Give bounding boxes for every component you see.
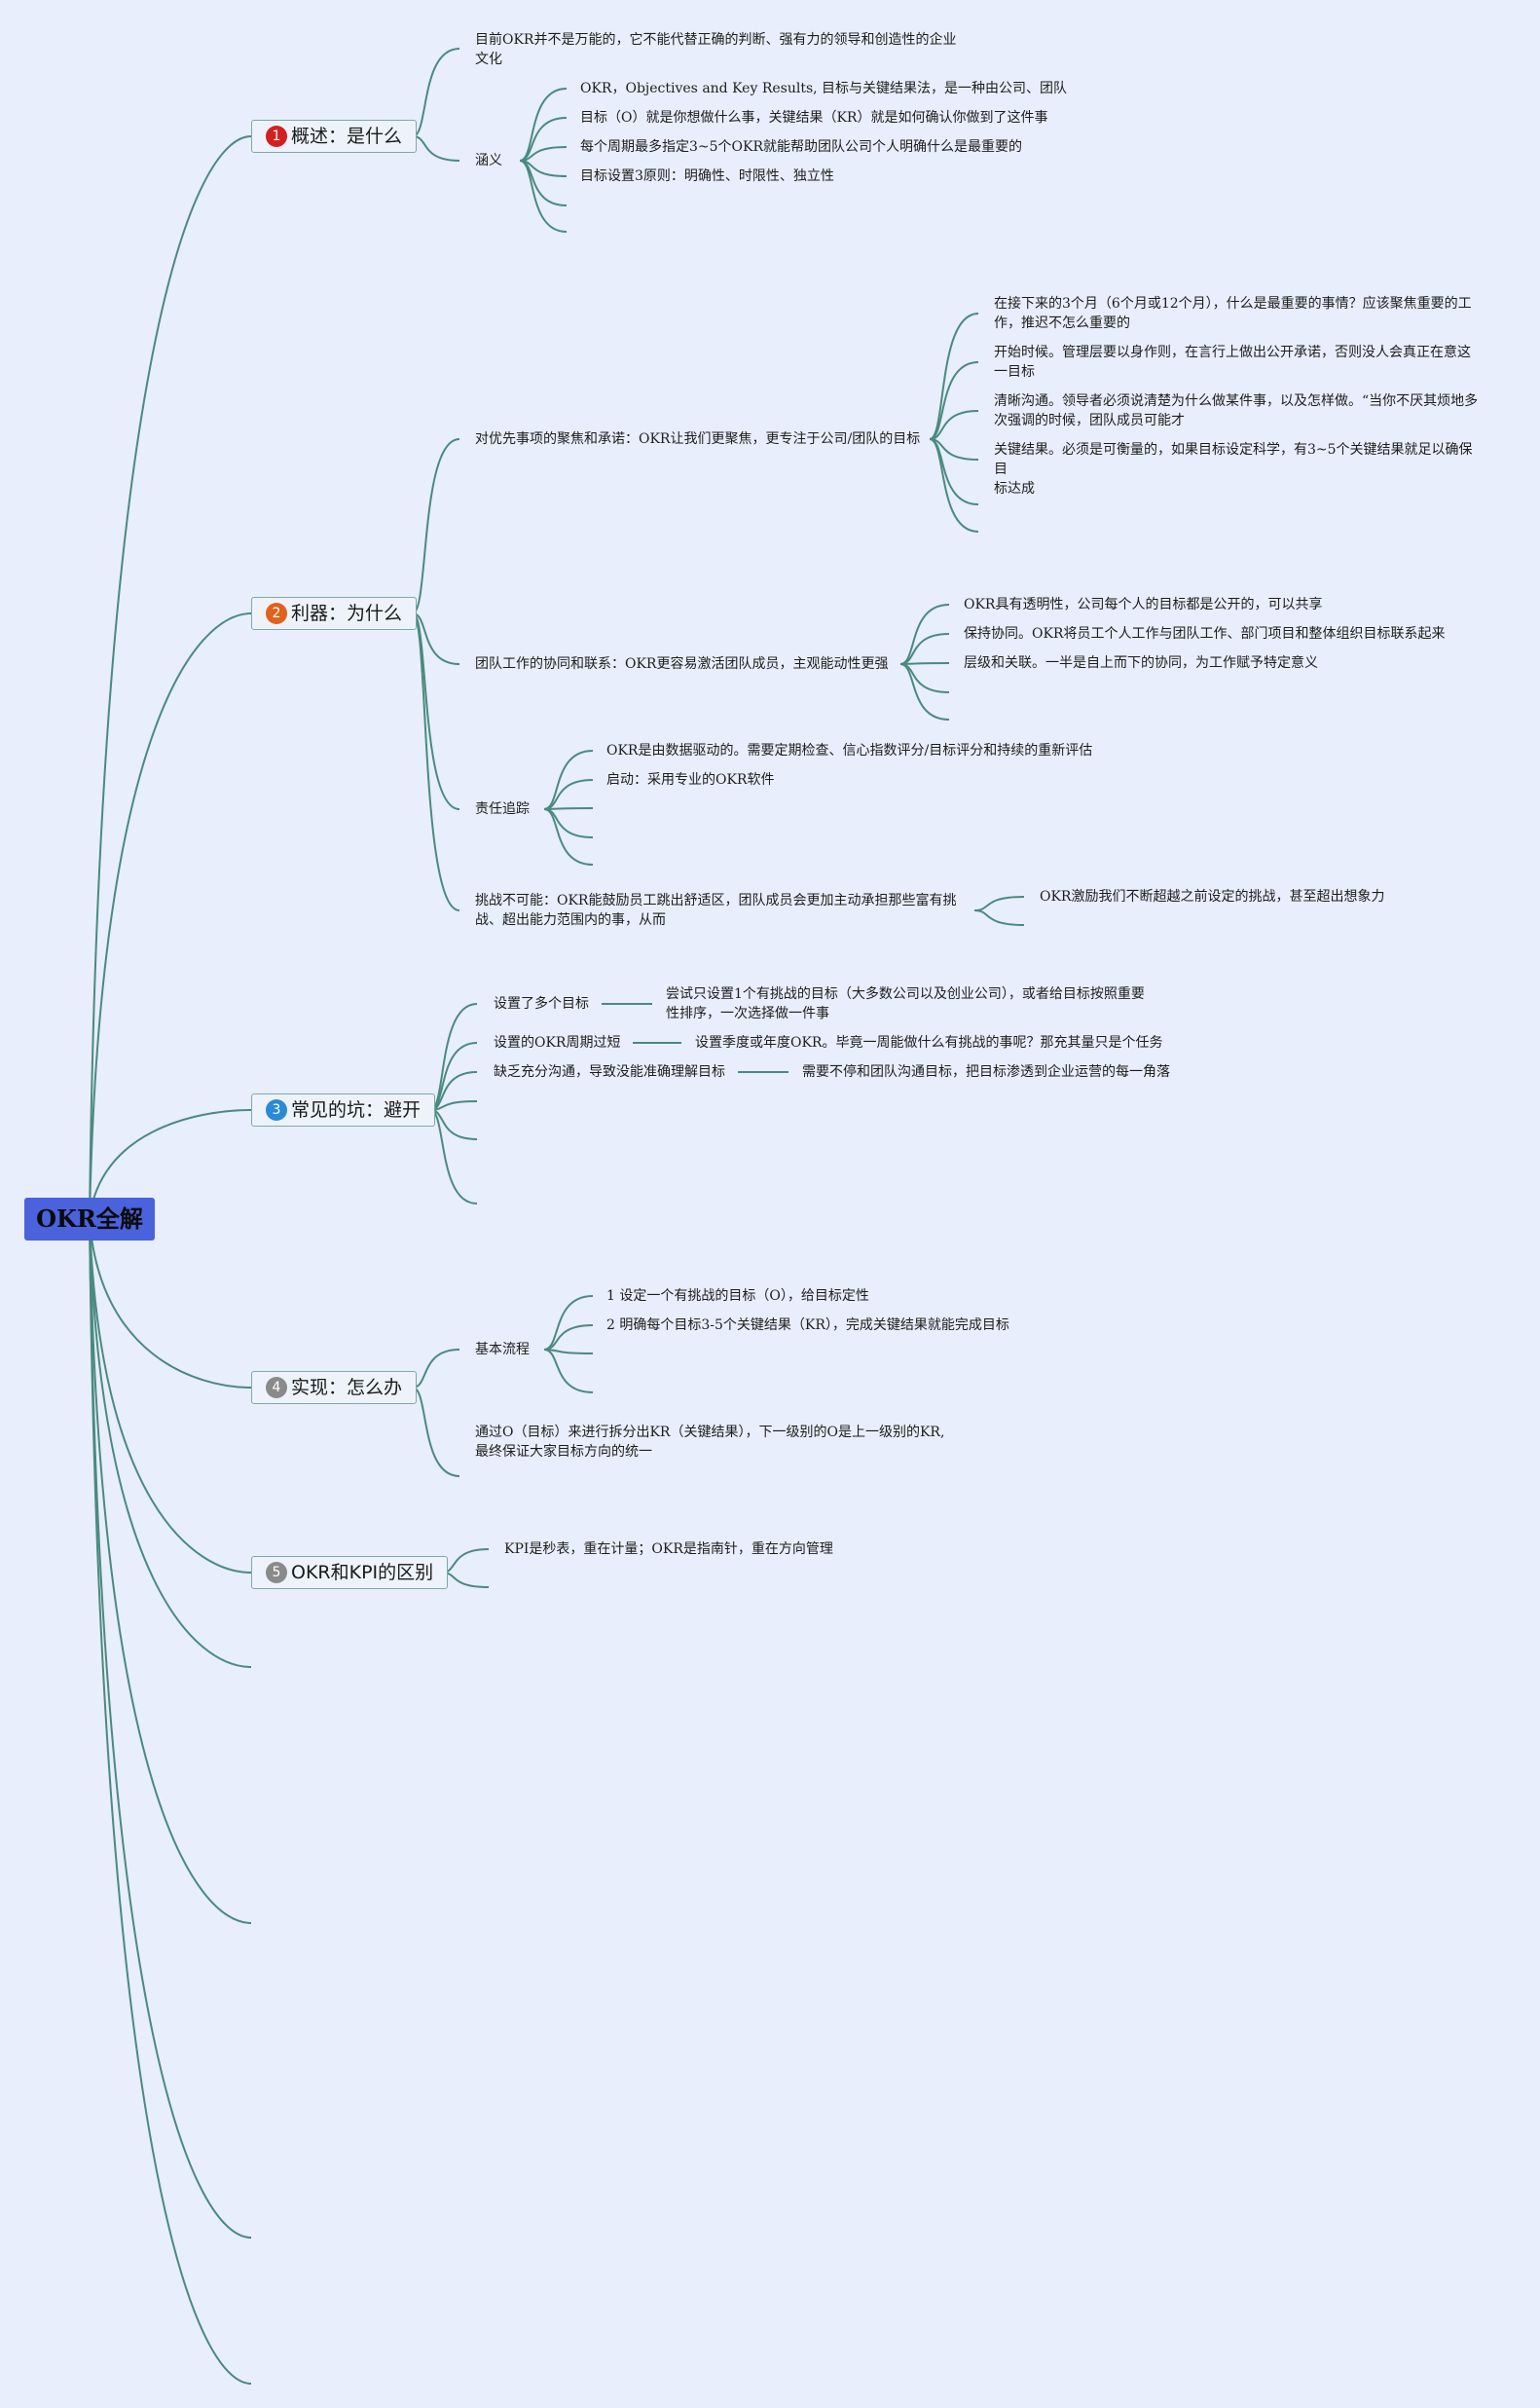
connector-line [412, 438, 460, 614]
node-3-5-okr[interactable]: 每个周期最多指定3~5个OKR就能帮助团队公司个人明确什么是最重要的 [580, 139, 1023, 155]
node-transparency[interactable]: OKR具有透明性，公司每个人的目标都是公开的，可以共享 [964, 597, 1323, 612]
connector-line [412, 612, 460, 911]
connector-line [519, 117, 568, 162]
node-team-alignment[interactable]: 团队工作的协同和联系：OKR更容易激活团队成员，主观能动性更强 [475, 656, 889, 672]
connector-line [543, 808, 594, 866]
node-step-1[interactable]: 1 设定一个有挑战的目标（O），给目标定性 [606, 1288, 869, 1304]
node-not-panacea[interactable]: 目前OKR并不是万能的，它不能代替正确的判断、强有力的领导和创造性的企业 文化 [475, 32, 957, 67]
node-too-many-goals[interactable]: 设置了多个目标 [494, 996, 589, 1012]
node-meaning[interactable]: 涵义 [475, 153, 502, 168]
connector-line [441, 1548, 490, 1574]
node-accountability[interactable]: 责任追踪 [475, 801, 530, 817]
branch-1-overview[interactable]: 1 概述：是什么 [251, 120, 418, 153]
node-short-cycle[interactable]: 设置的OKR周期过短 [494, 1035, 621, 1051]
node-clear-communication[interactable]: 清晰沟通。领导者必须说清楚为什么做某件事，以及怎样做。“当你不厌其烦地多 次强调… [994, 393, 1479, 428]
connector-line [89, 1218, 252, 2385]
branch-label: 概述：是什么 [291, 125, 403, 147]
connector-line [429, 1109, 478, 1204]
node-lack-communication[interactable]: 缺乏充分沟通，导致没能准确理解目标 [494, 1064, 725, 1080]
node-quarterly-okr[interactable]: 设置季度或年度OKR。毕竟一周能做什么有挑战的事呢？那充其量只是个任务 [695, 1035, 1163, 1051]
node-keep-communicating[interactable]: 需要不停和团队沟通目标，把目标渗透到企业运营的每一角落 [802, 1064, 1170, 1080]
node-objective-keyresult[interactable]: 目标（O）就是你想做什么事，关键结果（KR）就是如何确认你做到了这件事 [580, 110, 1048, 126]
connector-line [929, 410, 979, 440]
node-okr-software[interactable]: 启动：采用专业的OKR软件 [606, 772, 775, 788]
connector-line [412, 1387, 460, 1477]
connector-line [89, 1218, 252, 1389]
connector-line [899, 663, 950, 721]
node-measurable-results[interactable]: 关键结果。必须是可衡量的，如果目标设定科学，有3~5个关键结果就足以确保目 标达… [994, 442, 1473, 497]
connector-line [543, 1349, 594, 1393]
branch-3-pitfalls[interactable]: 3 常见的坑：避开 [251, 1093, 436, 1127]
node-stretch-goals[interactable]: 挑战不可能：OKR能鼓励员工跳出舒适区，团队成员会更加主动承担那些富有挑 战、超… [475, 893, 957, 928]
connector-line [412, 135, 460, 162]
node-3-principles[interactable]: 目标设置3原则：明确性、时限性、独立性 [580, 168, 834, 184]
branch-label: OKR和KPI的区别 [291, 1561, 434, 1583]
branch-label: 利器：为什么 [291, 602, 403, 624]
connector-line [89, 1218, 252, 1668]
connector-line [412, 48, 460, 137]
connector-line [899, 662, 950, 665]
node-hierarchy-linkage[interactable]: 层级和关联。一半是自上而下的协同，为工作赋予特定意义 [964, 655, 1318, 671]
branch-label: 常见的坑：避开 [291, 1098, 422, 1121]
node-data-driven[interactable]: OKR是由数据驱动的。需要定期检查、信心指数评分/目标评分和持续的重新评估 [606, 743, 1093, 759]
connector-line [519, 88, 568, 162]
node-next-3-months[interactable]: 在接下来的3个月（6个月或12个月），什么是最重要的事情？应该聚焦重要的工 作，… [994, 296, 1472, 331]
number-5-icon: 5 [266, 1562, 287, 1583]
node-exceed-challenges[interactable]: OKR激励我们不断超越之前设定的挑战，甚至超出想象力 [1040, 889, 1385, 905]
node-basic-process[interactable]: 基本流程 [475, 1342, 530, 1357]
connector-line [412, 1349, 460, 1389]
connector-line [429, 1109, 478, 1140]
connector-line [899, 604, 950, 665]
connector-line [543, 807, 594, 810]
root-node[interactable]: OKR全解 [24, 1198, 155, 1241]
connector-line [973, 896, 1025, 911]
connector-line [973, 909, 1025, 926]
connector-line [89, 135, 252, 1220]
branch-label: 实现：怎么办 [291, 1376, 403, 1398]
connector-line [89, 1218, 252, 2239]
connector-line [929, 438, 979, 461]
node-focus-commitment[interactable]: 对优先事项的聚焦和承诺：OKR让我们更聚焦，更专注于公司/团队的目标 [475, 431, 921, 447]
connector-line [441, 1572, 490, 1588]
connector-line [89, 1218, 252, 1924]
node-lead-by-example[interactable]: 开始时候。管理层要以身作则，在言行上做出公开承诺，否则没人会真正在意这 一目标 [994, 345, 1471, 380]
connector-line [543, 1295, 594, 1351]
node-keep-aligned[interactable]: 保持协同。OKR将员工个人工作与团队工作、部门项目和整体组织目标联系起来 [964, 626, 1446, 642]
number-2-icon: 2 [266, 603, 287, 624]
number-4-icon: 4 [266, 1377, 287, 1398]
branch-2-benefits[interactable]: 2 利器：为什么 [251, 597, 418, 630]
connector-line [89, 1218, 252, 1574]
connector-line [89, 612, 252, 1220]
node-single-goal-advice[interactable]: 尝试只设置1个有挑战的目标（大多数公司以及创业公司），或者给目标按照重要 性排序… [666, 986, 1145, 1021]
node-step-2[interactable]: 2 明确每个目标3-5个关键结果（KR），完成关键结果就能完成目标 [606, 1317, 1009, 1333]
connector-line [929, 438, 979, 533]
connector-line [519, 160, 568, 233]
node-o-to-kr[interactable]: 通过O（目标）来进行拆分出KR（关键结果），下一级别的O是上一级别的KR, 最终… [475, 1425, 945, 1460]
connector-line [412, 612, 460, 665]
connector-line [89, 1109, 252, 1220]
connector-line [929, 361, 979, 440]
connector-line [929, 313, 979, 440]
node-okr-definition[interactable]: OKR，Objectives and Key Results, 目标与关键结果法… [580, 81, 1068, 96]
number-3-icon: 3 [266, 1099, 287, 1121]
node-kpi-vs-okr[interactable]: KPI是秒表，重在计量；OKR是指南针，重在方向管理 [504, 1541, 833, 1557]
branch-5-okr-vs-kpi[interactable]: 5 OKR和KPI的区别 [251, 1556, 449, 1589]
branch-4-implementation[interactable]: 4 实现：怎么办 [251, 1371, 418, 1404]
number-1-icon: 1 [266, 126, 287, 147]
